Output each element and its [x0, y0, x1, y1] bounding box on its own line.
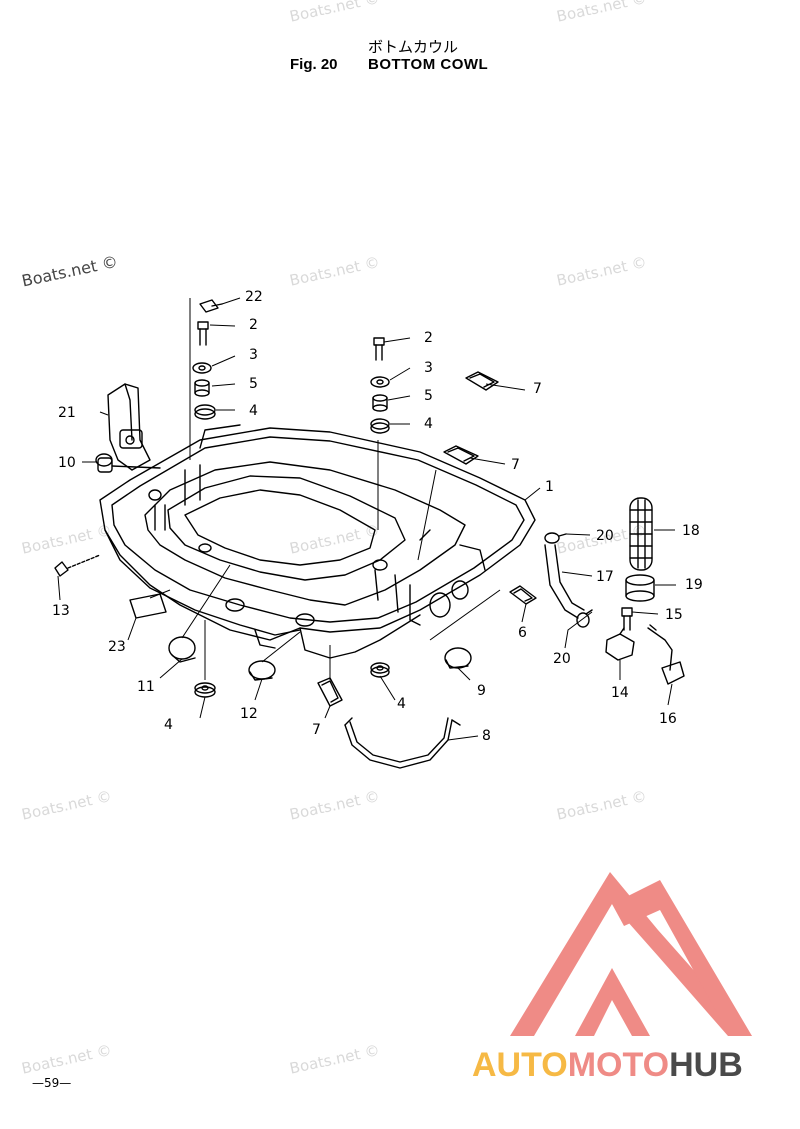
bolt-part-2-center	[373, 337, 385, 361]
callout-8: 8	[482, 728, 491, 744]
callout-15: 15	[665, 607, 683, 623]
washer-part-4-center	[370, 418, 390, 434]
figure-number: Fig. 20	[290, 56, 338, 73]
figure-title-japanese: ボトムカウル	[368, 38, 459, 56]
wordmark-auto: AUTO	[472, 1046, 568, 1084]
callout-1: 1	[545, 479, 554, 495]
washer-part-4-lower-center	[370, 662, 390, 678]
callout-23: 23	[108, 639, 126, 655]
callout-7: 7	[533, 381, 542, 397]
bottom-cowl-body	[99, 424, 536, 659]
wordmark-hub: HUB	[669, 1046, 743, 1084]
callout-2: 2	[249, 317, 258, 333]
grommet-part-7-middle	[443, 445, 479, 465]
callout-18: 18	[682, 523, 700, 539]
callout-16: 16	[659, 711, 677, 727]
hose-part-17	[544, 544, 585, 619]
bolt-part-15	[621, 607, 633, 631]
callout-6: 6	[518, 625, 527, 641]
collar-part-5-center	[372, 394, 388, 412]
callout-3: 3	[424, 360, 433, 376]
callout-7: 7	[511, 457, 520, 473]
washer-part-4-lower-left	[194, 682, 216, 698]
clamp-part-20-top	[544, 532, 567, 544]
figure-title: BOTTOM COWL	[368, 56, 489, 73]
plug-part-9	[444, 647, 472, 669]
clamp-part-20-bottom	[576, 609, 593, 628]
grommet-part-19	[625, 574, 655, 602]
switch-part-14	[605, 627, 635, 661]
callout-22: 22	[245, 289, 263, 305]
callout-2: 2	[424, 330, 433, 346]
callout-4: 4	[424, 416, 433, 432]
callout-14: 14	[611, 685, 629, 701]
grommet-part-6	[509, 585, 537, 605]
grommet-part-7-bottom	[317, 677, 343, 707]
bolt-part-22	[199, 299, 223, 313]
washer-part-3-center	[370, 376, 390, 388]
callout-10: 10	[58, 455, 76, 471]
washer-part-3-left	[192, 362, 212, 374]
callout-4: 4	[397, 696, 406, 712]
callout-13: 13	[52, 603, 70, 619]
plug-part-11	[168, 636, 196, 663]
callout-5: 5	[249, 376, 258, 392]
automotohub-logo-mark	[510, 872, 752, 1036]
latch-part-21	[107, 383, 151, 471]
band-part-8	[344, 717, 461, 769]
callout-19: 19	[685, 577, 703, 593]
automotohub-wordmark: AUTOMOTOHUB	[472, 1046, 743, 1085]
callout-4: 4	[164, 717, 173, 733]
collar-part-5-left	[194, 379, 210, 397]
grommet-part-10	[95, 453, 161, 473]
bolt-part-2-left	[197, 321, 209, 346]
plug-part-12	[248, 660, 276, 681]
washer-part-4-left	[194, 404, 216, 420]
cable-part-16	[647, 624, 685, 685]
callout-20: 20	[553, 651, 571, 667]
callout-3: 3	[249, 347, 258, 363]
callout-12: 12	[240, 706, 258, 722]
grip-part-18	[629, 497, 653, 571]
callout-21: 21	[58, 405, 76, 421]
callout-7: 7	[312, 722, 321, 738]
grommet-part-7-top	[465, 371, 499, 391]
label-part-23	[129, 593, 167, 619]
callout-17: 17	[596, 569, 614, 585]
wordmark-moto: MOTO	[567, 1046, 670, 1084]
callout-11: 11	[137, 679, 155, 695]
screw-part-13	[54, 554, 101, 577]
callout-9: 9	[477, 683, 486, 699]
callout-20: 20	[596, 528, 614, 544]
callout-4: 4	[249, 403, 258, 419]
callout-5: 5	[424, 388, 433, 404]
page-number: —59—	[32, 1076, 72, 1090]
